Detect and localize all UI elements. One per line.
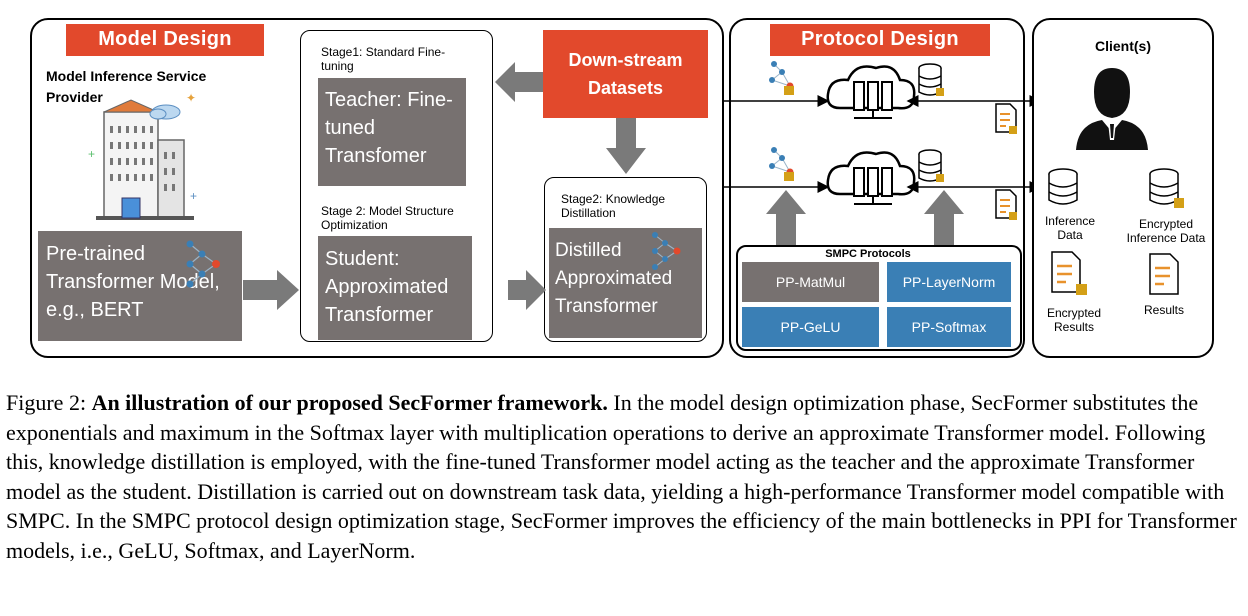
caption-body: In the model design optimization phase, … (6, 390, 1237, 563)
provider-label: Model Inference Service Provider (46, 68, 207, 105)
arrow-to-distilled (508, 270, 546, 310)
figure-caption: Figure 2: An illustration of our propose… (6, 388, 1244, 565)
encrypted-inference-data-label: Encrypted Inference Data (1126, 217, 1206, 245)
teacher-box: Teacher: Fine-tuned Transfomer (318, 78, 466, 186)
protocol-pp-layernorm: PP-LayerNorm (887, 262, 1011, 302)
arrow-to-student (243, 270, 299, 310)
user-icon (1076, 68, 1148, 150)
stage2-distill-label: Stage2: Knowledge Distillation (561, 192, 666, 220)
arrow-to-teacher (495, 62, 543, 102)
server-row-1 (769, 61, 1017, 134)
stage1-label: Stage1: Standard Fine-tuning (321, 45, 446, 73)
model-design-title: Model Design (66, 24, 264, 56)
protocol-pp-gelu: PP-GeLU (742, 307, 879, 347)
caption-bold: An illustration of our proposed SecForme… (91, 390, 608, 415)
svg-text:✦: ✦ (186, 91, 196, 105)
stage2-structure-label: Stage 2: Model Structure Optimization (321, 204, 454, 232)
neural-net-icon (186, 240, 220, 288)
database-icon (1048, 168, 1078, 205)
protocol-pp-matmul: PP-MatMul (742, 262, 879, 302)
protocol-pp-softmax: PP-Softmax (887, 307, 1011, 347)
encrypted-results-label: Encrypted Results (1046, 306, 1102, 334)
downstream-datasets-box: Down-stream Datasets (543, 30, 708, 118)
client-title: Client(s) (1095, 38, 1151, 54)
results-label: Results (1143, 303, 1184, 317)
protocol-design-title: Protocol Design (770, 24, 990, 56)
smpc-title: SMPC Protocols (825, 248, 911, 260)
encrypted-database-icon (1149, 168, 1184, 208)
inference-data-label: Inference Data (1044, 214, 1096, 242)
building-icon: ✦ + + (88, 91, 197, 220)
document-icon (1149, 253, 1179, 295)
encrypted-document-icon (1051, 251, 1087, 295)
downstream-datasets-label: Down-stream Datasets (568, 50, 683, 98)
student-label: Student: Approximated Transformer (325, 248, 449, 326)
svg-text:+: + (190, 189, 197, 203)
teacher-label: Teacher: Fine-tuned Transfomer (325, 89, 453, 167)
student-box: Student: Approximated Transformer (318, 236, 472, 340)
svg-text:+: + (88, 147, 95, 161)
pretrained-transformer-label: Pre-trained Transformer Model, e.g., BER… (46, 243, 220, 321)
server-row-2 (769, 147, 1017, 220)
arrow-to-distillation (606, 118, 646, 174)
caption-prefix: Figure 2: (6, 390, 92, 415)
distilled-label: Distilled Approximated Transformer (555, 240, 673, 317)
neural-net-icon (652, 232, 681, 270)
pretrained-transformer-box: Pre-trained Transformer Model, e.g., BER… (38, 231, 242, 341)
distilled-box: Distilled Approximated Transformer (549, 228, 702, 338)
